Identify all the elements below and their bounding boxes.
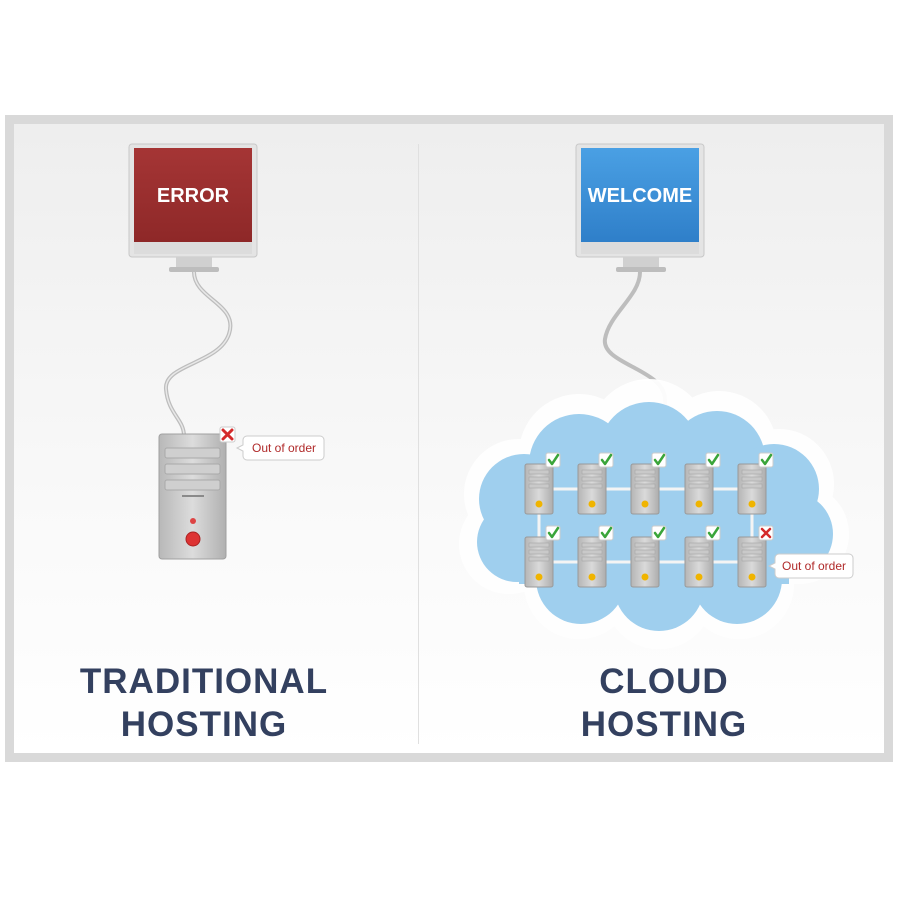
check-icon xyxy=(651,452,667,468)
server-2-3 xyxy=(630,525,667,588)
server-icon xyxy=(577,463,607,515)
server-1-4 xyxy=(684,452,721,515)
heading-line-1: TRADITIONAL xyxy=(79,662,329,701)
error-screen-text: ERROR xyxy=(157,185,230,207)
heading-line-2: HOSTING xyxy=(120,705,288,744)
cloud-hosting-panel: WELCOME xyxy=(419,124,884,753)
heading-line-1: CLOUD xyxy=(599,662,729,701)
diagram-canvas: ERROR xyxy=(14,124,884,753)
check-icon xyxy=(758,452,774,468)
cross-icon xyxy=(219,426,236,443)
check-icon xyxy=(705,525,721,541)
panel-divider xyxy=(418,144,419,744)
traditional-hosting-heading: TRADITIONAL HOSTING xyxy=(14,660,394,746)
cross-icon xyxy=(758,525,774,541)
monitor-icon xyxy=(128,143,258,272)
server-icon xyxy=(524,536,554,588)
server-1-1 xyxy=(524,452,561,515)
out-of-order-tag: Out of order xyxy=(767,553,854,579)
server-icon xyxy=(737,463,767,515)
server-2-5 xyxy=(737,525,774,588)
server-icon xyxy=(524,463,554,515)
welcome-screen-text: WELCOME xyxy=(588,185,692,207)
cloud-hosting-illustration: WELCOME xyxy=(459,143,854,649)
server-icon xyxy=(737,536,767,588)
server-2-2 xyxy=(577,525,614,588)
server-tower-icon xyxy=(158,433,227,560)
status-label: Out of order xyxy=(782,559,846,573)
server-2-1 xyxy=(524,525,561,588)
server-icon xyxy=(577,536,607,588)
check-icon xyxy=(651,525,667,541)
out-of-order-tag: Out of order xyxy=(235,435,325,461)
check-icon xyxy=(598,525,614,541)
server-icon xyxy=(684,463,714,515)
server-icon xyxy=(630,536,660,588)
server-icon xyxy=(684,536,714,588)
check-icon xyxy=(598,452,614,468)
server-2-4 xyxy=(684,525,721,588)
heading-line-2: HOSTING xyxy=(580,705,748,744)
check-icon xyxy=(545,525,561,541)
traditional-hosting-panel: ERROR xyxy=(14,124,418,753)
cloud-hosting-heading: CLOUD HOSTING xyxy=(419,660,900,746)
diagram-frame: ERROR xyxy=(5,115,893,762)
check-icon xyxy=(705,452,721,468)
traditional-hosting-illustration: ERROR xyxy=(128,143,325,560)
server-1-3 xyxy=(630,452,667,515)
check-icon xyxy=(545,452,561,468)
server-1-5 xyxy=(737,452,774,515)
server-1-2 xyxy=(577,452,614,515)
server-grid xyxy=(524,452,774,588)
status-label: Out of order xyxy=(252,441,316,455)
monitor-icon xyxy=(575,143,705,272)
cable xyxy=(164,271,233,437)
server-icon xyxy=(630,463,660,515)
